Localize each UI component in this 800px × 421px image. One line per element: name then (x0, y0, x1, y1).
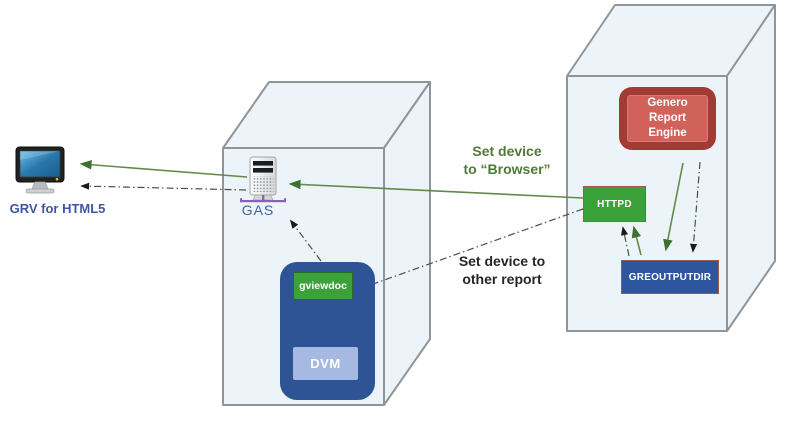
dvm-label: DVM (310, 356, 341, 371)
greoutputdir-node: GREOUTPUTDIR (621, 260, 719, 294)
genero-report-engine-label: Genero Report Engine (647, 97, 688, 139)
genero-report-engine-node: Genero Report Engine (619, 87, 716, 150)
httpd-node: HTTPD (583, 186, 646, 222)
monitor-icon (15, 146, 65, 194)
arrow-greoutputdir-to-httpd-return (620, 226, 630, 257)
gviewdoc-label: gviewdoc (299, 280, 347, 292)
annotation-set-device-browser: Set device to “Browser” (463, 143, 551, 177)
arrow-gre-to-greoutputdir-return (689, 161, 701, 253)
dvm-container: gviewdoc DVM (280, 262, 375, 400)
httpd-label: HTTPD (597, 198, 632, 210)
arrow-greoutputdir-to-httpd (631, 225, 642, 256)
greoutputdir-label: GREOUTPUTDIR (628, 271, 712, 283)
gviewdoc-node: gviewdoc (293, 272, 353, 300)
gas-server-icon (240, 156, 286, 203)
arrow-gas-to-client-return (80, 182, 247, 191)
dvm-node: DVM (293, 347, 358, 380)
arrow-gre-to-greoutputdir (663, 162, 684, 252)
arrow-httpd-to-gviewdoc (360, 208, 584, 289)
arrow-gas-to-client (79, 159, 248, 178)
annotation-set-device-other-report: Set device to other report (458, 253, 546, 287)
gas-label: GAS (241, 202, 275, 218)
arrow-httpd-to-gas (288, 179, 584, 199)
arrow-gviewdoc-to-gas (289, 219, 322, 262)
client-label: GRV for HTML5 (9, 201, 106, 216)
